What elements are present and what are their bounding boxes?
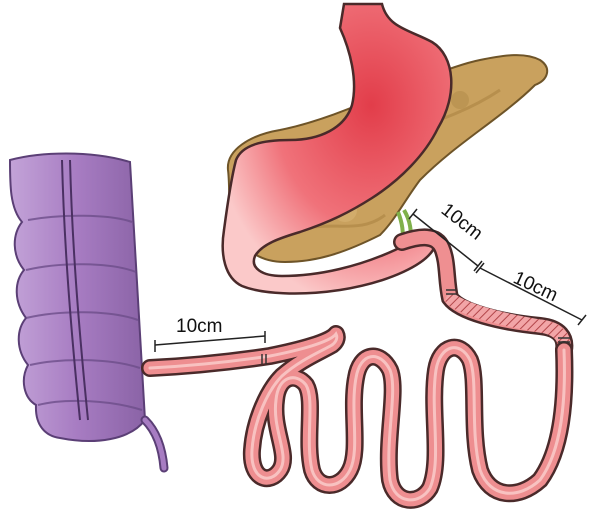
colon-shape [10,154,164,469]
dimension-label-colon-side: 10cm [176,316,222,337]
dimension-label-jejunum: 10cm [510,267,561,306]
